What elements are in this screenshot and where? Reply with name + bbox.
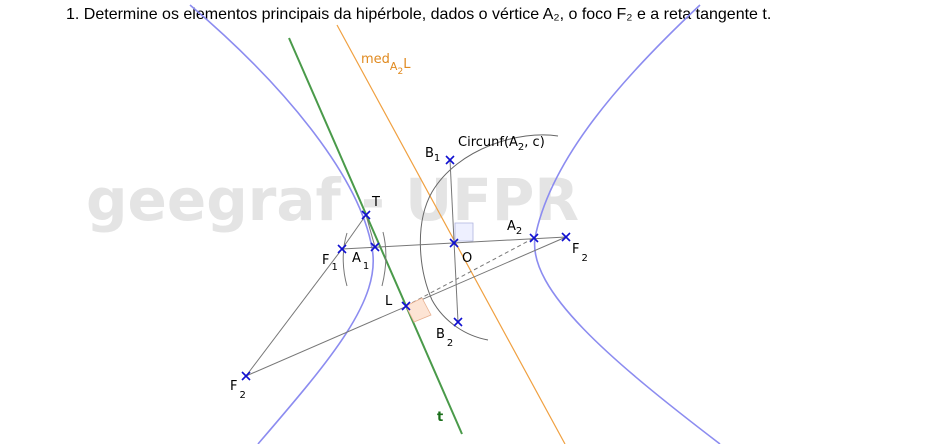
watermark: geegraf - UFPR [86, 166, 579, 234]
points [241, 155, 571, 381]
label-circle: Circunf(A2, c) [458, 135, 545, 153]
point-l-icon [401, 301, 411, 311]
point-f1-icon [337, 244, 347, 254]
point-o-icon [449, 238, 459, 248]
label-t: T [371, 195, 380, 210]
label-b2: B2 [436, 327, 453, 349]
label-l: L [385, 294, 393, 309]
label-a1: A1 [352, 251, 369, 272]
point-t-icon [361, 210, 371, 220]
exercise-statement: 1. Determine os elementos principais da … [66, 6, 772, 23]
point-a1-icon [370, 242, 380, 252]
point-f2-right-icon [561, 232, 571, 242]
mediatrix-line [336, 24, 566, 444]
point-f2-left-icon [241, 371, 251, 381]
label-mediatrix: medA2L [361, 52, 411, 77]
label-tangent-t: t [437, 410, 443, 425]
label-a2: A2 [507, 219, 522, 237]
label-f2-left: F2 [230, 379, 246, 401]
point-b2-icon [453, 317, 463, 327]
right-angle-marker-l [405, 297, 432, 323]
label-o: O [462, 251, 472, 266]
circle-arc-a2-c [419, 134, 559, 341]
point-b1-icon [445, 155, 455, 165]
tangent-line-t [288, 37, 463, 435]
label-f2-right: F2 [572, 242, 588, 264]
point-a2-icon [529, 233, 539, 243]
label-b1: B1 [425, 146, 440, 164]
right-angle-marker-o [454, 222, 474, 242]
